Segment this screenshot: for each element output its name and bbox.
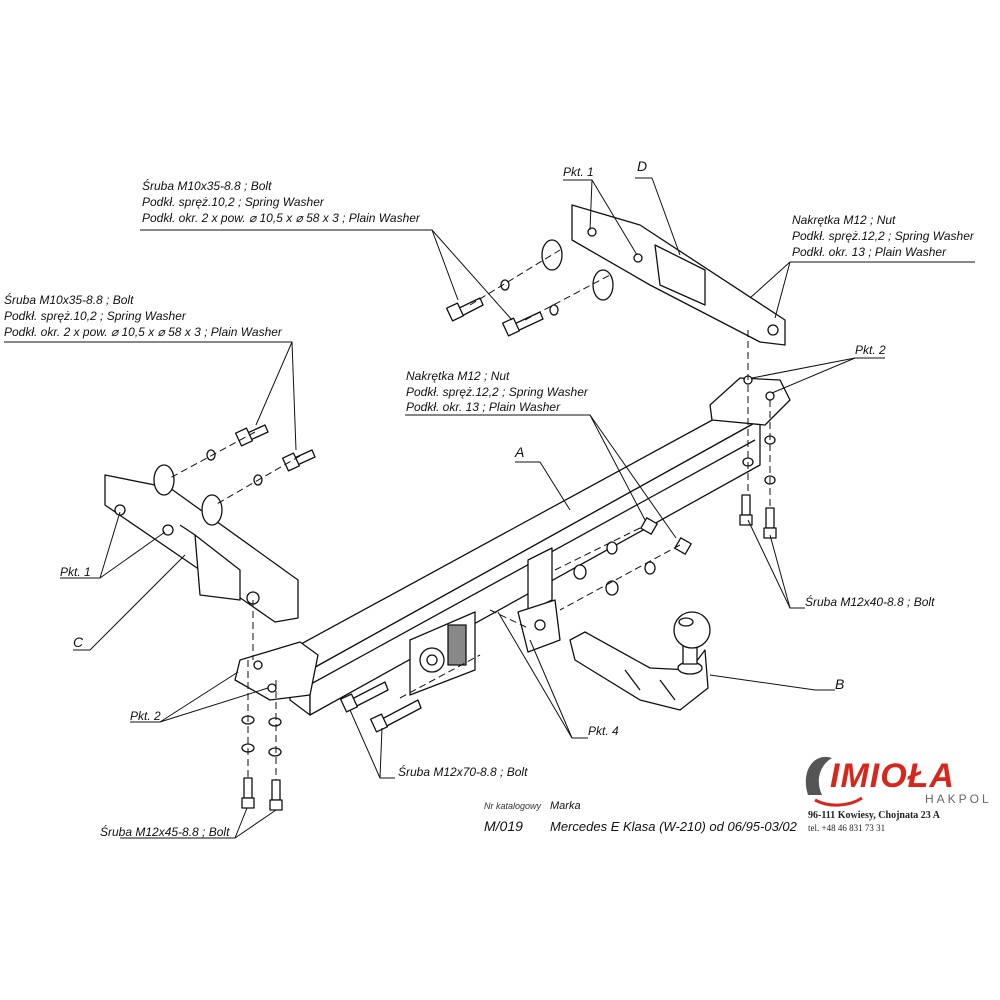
type-plate xyxy=(409,611,476,696)
logo-sub: HAKPOL xyxy=(925,792,992,806)
label-bolt-m12x45: Śruba M12x45-8.8 ; Bolt xyxy=(100,825,230,839)
left-side-arm xyxy=(104,474,299,623)
catalog-brand-label: Marka xyxy=(550,800,581,812)
catalog-number: M/019 xyxy=(484,818,523,834)
small-washers xyxy=(206,279,776,757)
label-center-nut-1: Nakrętka M12 ; Nut xyxy=(406,369,510,383)
label-bolt-m12x70: Śruba M12x70-8.8 ; Bolt xyxy=(398,765,528,779)
imiola-logo-mark xyxy=(805,756,863,807)
label-pkt1-left: Pkt. 1 xyxy=(60,565,91,579)
label-letter-a: A xyxy=(515,444,525,460)
logo-name: IMIOŁA xyxy=(830,757,955,795)
label-left-bolt-2: Podkł. spręż.10,2 ; Spring Washer xyxy=(4,309,186,323)
leader-lines xyxy=(4,177,975,839)
logo-address: 96-111 Kowiesy, Chojnata 23 A xyxy=(808,810,940,821)
label-right-nut-1: Nakrętka M12 ; Nut xyxy=(792,213,896,227)
label-pkt2-right: Pkt. 2 xyxy=(855,343,886,357)
catalog-model: Mercedes E Klasa (W-210) od 06/95-03/02 xyxy=(550,819,797,834)
label-center-nut-3: Podkł. okr. 13 ; Plain Washer xyxy=(406,400,561,414)
label-pkt4: Pkt. 4 xyxy=(588,724,619,738)
label-pkt1-top: Pkt. 1 xyxy=(563,165,594,179)
large-washers xyxy=(153,239,614,526)
label-top-left-bolt-1: Śruba M10x35-8.8 ; Bolt xyxy=(142,179,272,193)
left-mount-plate xyxy=(234,641,319,701)
label-top-left-bolt-2: Podkł. spręż.10,2 ; Spring Washer xyxy=(142,195,324,209)
label-top-left-bolt-3: Podkł. okr. 2 x pow. ⌀ 10,5 x ⌀ 58 x 3 ;… xyxy=(142,211,420,225)
label-right-nut-2: Podkł. spręż.12,2 ; Spring Washer xyxy=(792,229,974,243)
label-letter-c: C xyxy=(73,634,84,650)
label-letter-b: B xyxy=(835,676,845,692)
label-center-nut-2: Podkł. spręż.12,2 ; Spring Washer xyxy=(406,385,588,399)
label-letter-d: D xyxy=(637,158,648,174)
towball-neck xyxy=(569,611,711,711)
bolts xyxy=(234,297,777,811)
center-bracket xyxy=(517,547,561,653)
label-left-bolt-3: Podkł. okr. 2 x pow. ⌀ 10,5 x ⌀ 58 x 3 ;… xyxy=(4,325,282,339)
label-left-bolt-1: Śruba M10x35-8.8 ; Bolt xyxy=(4,293,134,307)
label-right-nut-3: Podkł. okr. 13 ; Plain Washer xyxy=(792,245,947,259)
assembly-lines xyxy=(169,249,771,780)
logo-phone: tel. +48 46 831 73 31 xyxy=(808,823,886,833)
catalog-number-label: Nr katalogowy xyxy=(484,801,542,811)
label-pkt2-left: Pkt. 2 xyxy=(130,709,161,723)
right-mount-plate xyxy=(709,377,791,426)
right-side-arm xyxy=(571,204,786,346)
label-bolt-m12x40: Śruba M12x40-8.8 ; Bolt xyxy=(805,595,935,609)
